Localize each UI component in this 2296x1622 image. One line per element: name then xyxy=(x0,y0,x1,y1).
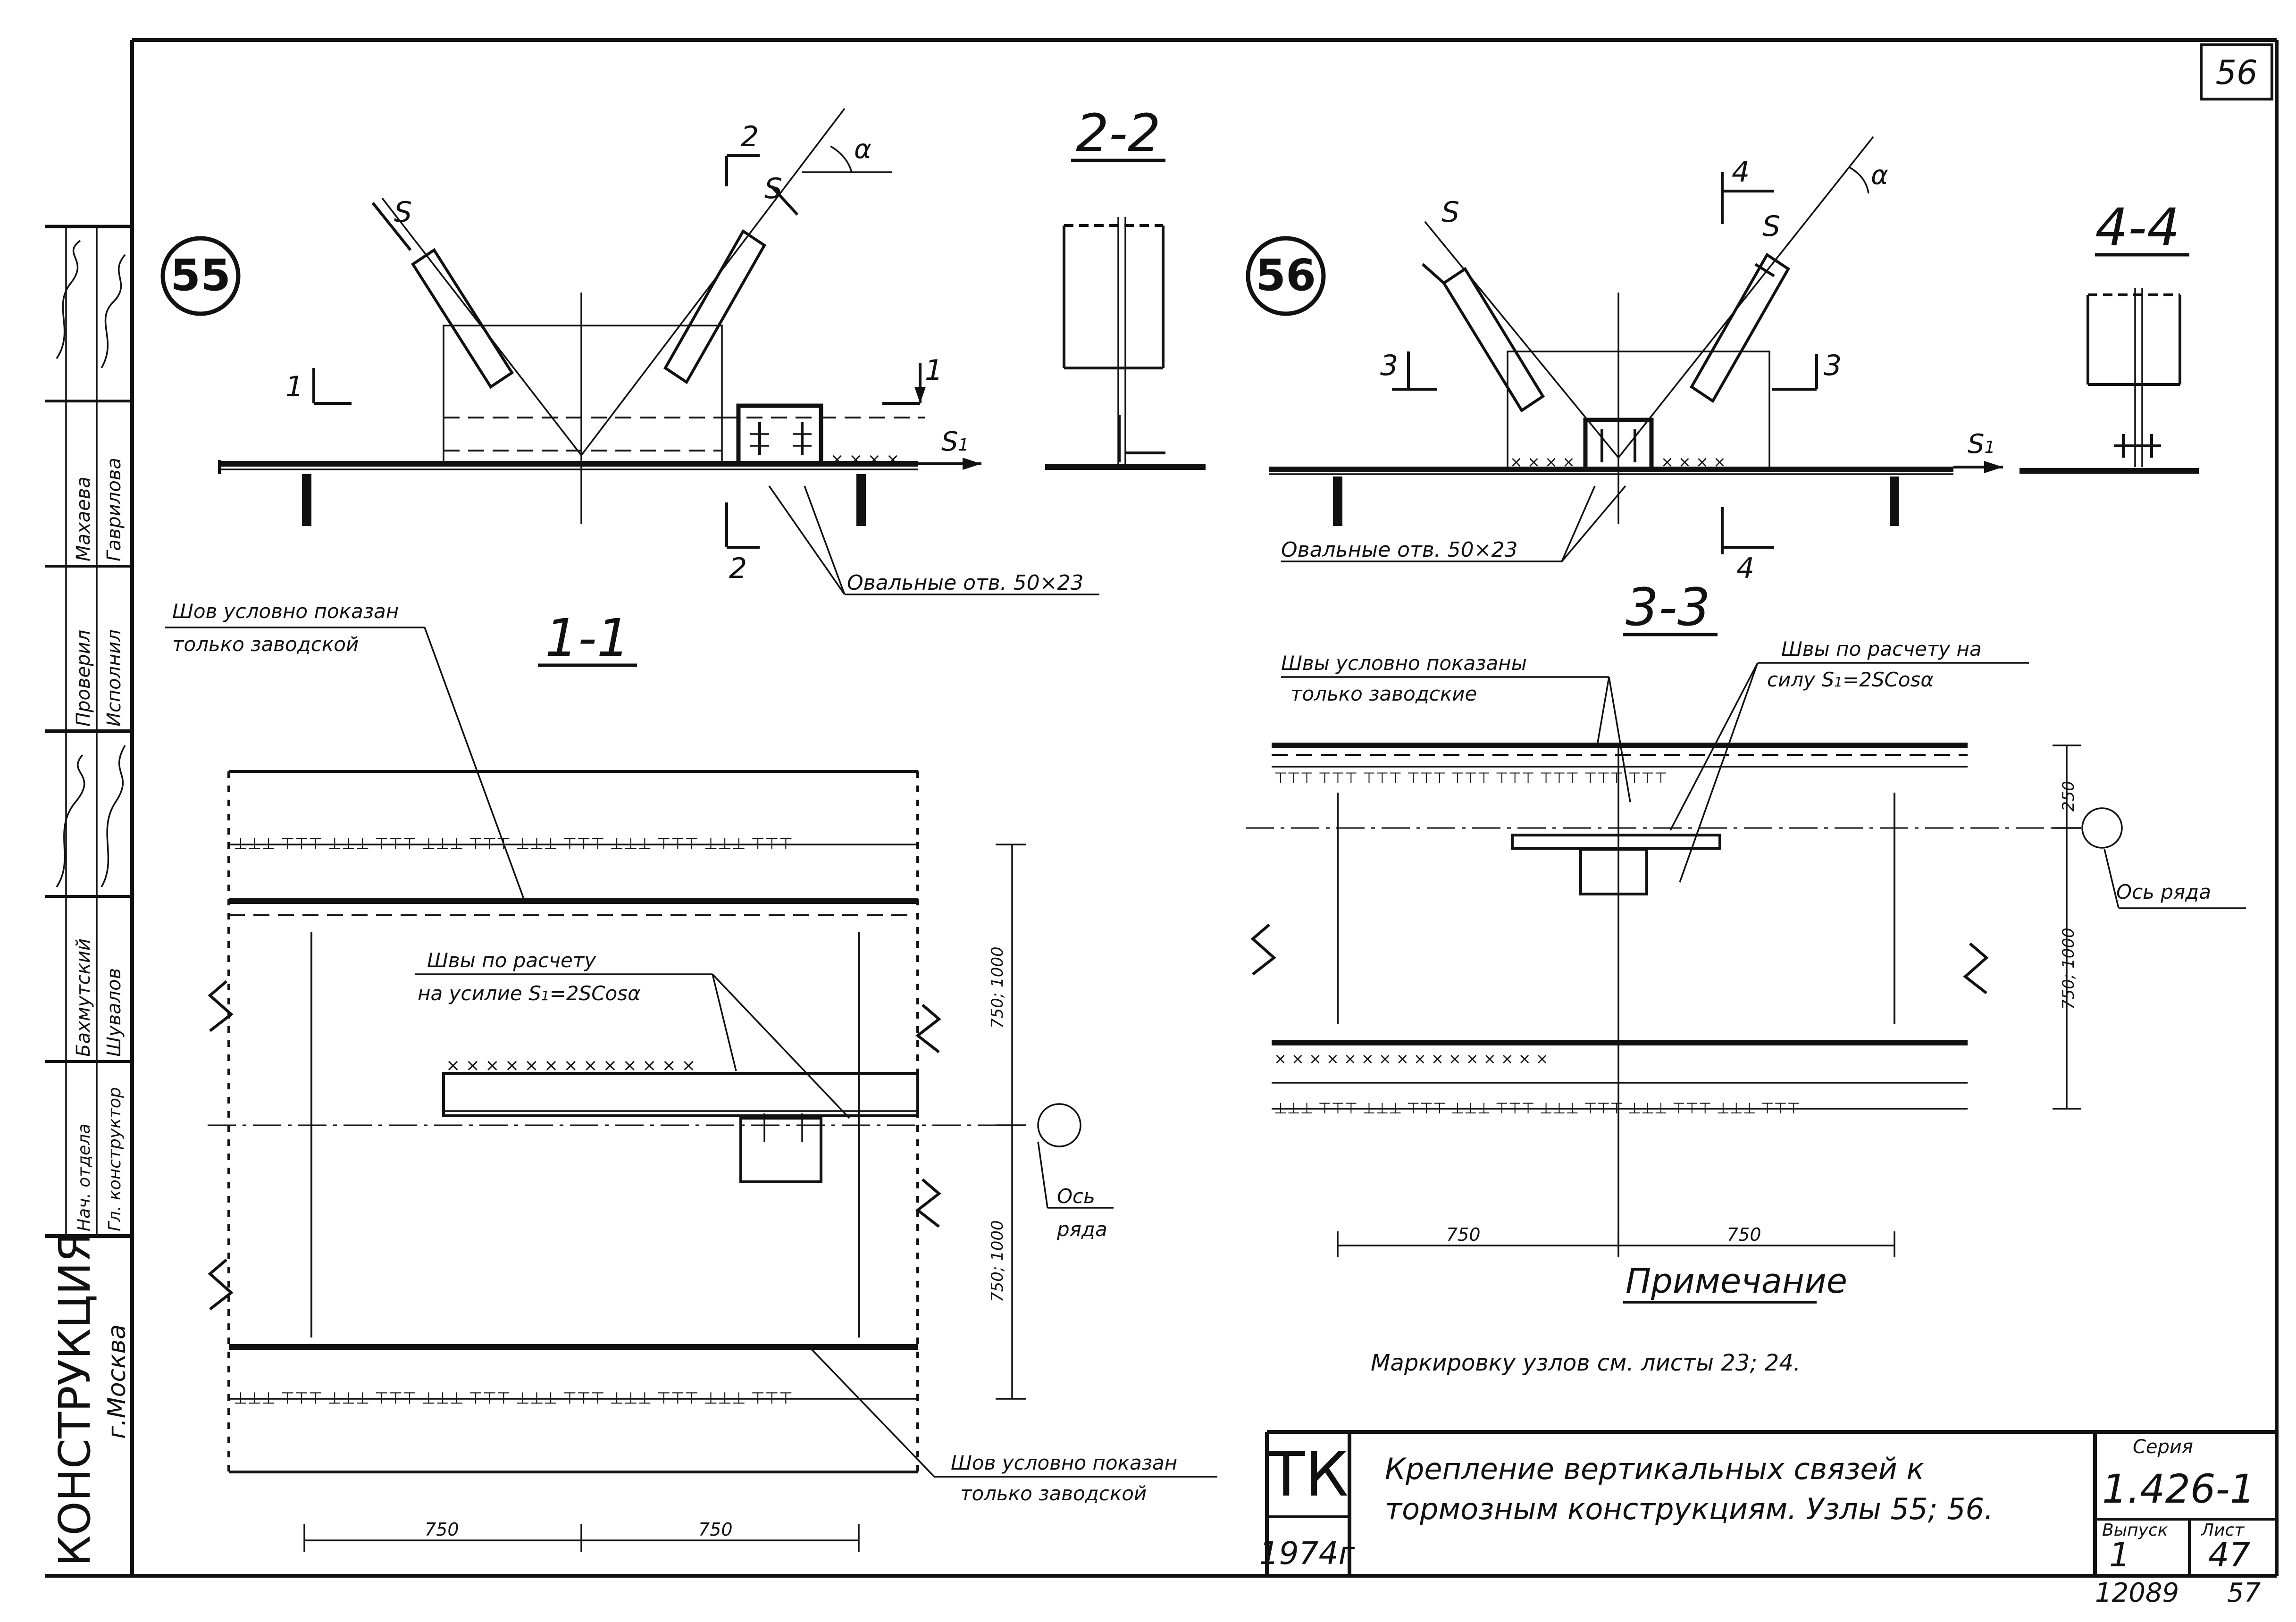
svg-text:× × × ×: × × × × xyxy=(1661,453,1726,471)
svg-text:× × × ×: × × × × xyxy=(830,450,899,469)
dim-750-1000-11a: 750; 1000 xyxy=(988,946,1007,1028)
series-label: Серия xyxy=(2133,1436,2193,1458)
weld-shop-note-11: Шов условно показан xyxy=(172,600,399,623)
stamp-name-shuvalov: Шувалов xyxy=(103,968,125,1057)
cut-4-bottom: 4 xyxy=(1736,552,1754,585)
svg-text:× × × × × × × ×: × × × × × × × × × × × × × × × × xyxy=(1274,1050,1549,1068)
issue-value: 1 xyxy=(2109,1536,2130,1574)
section-2-2-title: 2-2 xyxy=(1076,103,1161,163)
sheet-label: Лист xyxy=(2200,1521,2245,1540)
axis-row-label-a: Ось xyxy=(1057,1185,1095,1208)
stamp-org: КОНСТРУКЦИЯ xyxy=(50,1232,100,1566)
svg-text:× × × × × × × ×: × × × × × × × × × × × × × xyxy=(446,1056,696,1075)
weld-calc-note-11a: Швы по расчету xyxy=(427,949,596,972)
sheet-code: 56 xyxy=(2215,53,2257,92)
alpha-right: α xyxy=(1871,160,1888,191)
cut-2-top: 2 xyxy=(741,120,759,153)
title-tk: ТК xyxy=(1267,1438,1349,1510)
stamp-name-gavrilova: Гаврилова xyxy=(103,458,125,561)
axis-row-33: Ось ряда xyxy=(2116,880,2211,903)
section-1-1-title: 1-1 xyxy=(545,608,630,668)
section-1-1: ⊥⊥⊥ ⊤⊤⊤ ⊥⊥⊥ ⊤⊤⊤ ⊥⊥⊥ ⊤⊤⊤ ⊥⊥⊥ ⊤⊤⊤ ⊥⊥⊥ ⊤⊤⊤ … xyxy=(165,627,1217,1552)
node-56-elevation: × × × × × × × × xyxy=(1246,136,2003,562)
node-55-elevation: × × × × xyxy=(160,108,1099,595)
welds-calc-33b: силу S1=2SCosα xyxy=(1767,668,1934,691)
note-text: Маркировку узлов см. листы 23; 24. xyxy=(1371,1350,1801,1376)
stamp-name-makhaeva: Махаева xyxy=(73,477,94,561)
cut-1-right: 1 xyxy=(925,354,943,387)
force-s1-55: S1 xyxy=(941,426,969,457)
cut-4-top: 4 xyxy=(1732,156,1750,189)
page-number: 57 xyxy=(2227,1578,2261,1608)
axis-row-label-b: ряда xyxy=(1056,1218,1107,1241)
svg-text:⊤⊤⊤ ⊤⊤⊤ ⊤⊤⊤ ⊤⊤⊤ ⊤⊤⊤ ⊤⊤⊤: ⊤⊤⊤ ⊤⊤⊤ ⊤⊤⊤ ⊤⊤⊤ ⊤⊤⊤ ⊤⊤⊤ ⊤⊤⊤ ⊤⊤⊤ ⊤⊤⊤ xyxy=(1274,769,1668,787)
weld-shop-note-11b: только заводской xyxy=(172,633,359,656)
dim-750-11b: 750 xyxy=(698,1519,733,1540)
weld-shop-bottom-b: только заводской xyxy=(960,1482,1147,1505)
section-2-2 xyxy=(1045,217,1206,470)
stamp-role-made: Исполнил xyxy=(103,629,125,727)
stamp-name-bakhmutsky: Бахмутский xyxy=(73,938,94,1057)
dim-750-1000-11b: 750; 1000 xyxy=(988,1220,1007,1302)
weld-calc-note-11b: на усилие S1=2SCosα xyxy=(418,982,641,1005)
svg-text:× × × ×: × × × × xyxy=(1510,453,1575,471)
cut-3-right: 3 xyxy=(1824,349,1842,382)
dim-750-33a: 750 xyxy=(1446,1224,1481,1245)
cut-1-left: 1 xyxy=(285,370,303,403)
force-s-left: S xyxy=(394,196,412,229)
title-line-1: Крепление вертикальных связей к xyxy=(1385,1452,1924,1486)
welds-shop-33b: только заводские xyxy=(1290,682,1477,705)
section-3-3-title: 3-3 xyxy=(1626,577,1710,637)
title-line-2: тормозным конструкциям. Узлы 55; 56. xyxy=(1385,1492,1994,1526)
force-s-right: S xyxy=(764,172,782,205)
stamp-city: г.Москва xyxy=(103,1324,131,1439)
dim-750-1000-33: 750; 1000 xyxy=(2059,928,2078,1010)
title-year: 1974г xyxy=(1259,1535,1355,1572)
dim-250: 250 xyxy=(2059,781,2078,811)
force-s1-56: S1 xyxy=(1968,429,1995,460)
note-title: Примечание xyxy=(1626,1261,1847,1301)
stamp-role-checked: Проверил xyxy=(73,630,94,727)
cut-3-left: 3 xyxy=(1380,349,1398,382)
node-56-label: 56 xyxy=(1256,250,1316,301)
oval-holes-56: Овальные отв. 50×23 xyxy=(1281,538,1517,562)
dim-750-33b: 750 xyxy=(1727,1224,1761,1245)
node-55-label: 55 xyxy=(170,250,231,301)
force-s-right-56: S xyxy=(1762,210,1780,243)
oval-holes-55: Овальные отв. 50×23 xyxy=(847,571,1083,595)
alpha-left: α xyxy=(854,134,871,165)
series-value: 1.426-1 xyxy=(2102,1466,2255,1512)
section-4-4 xyxy=(2019,288,2199,474)
weld-shop-bottom-a: Шов условно показан xyxy=(951,1451,1177,1474)
dim-750-11a: 750 xyxy=(425,1519,459,1540)
welds-shop-33a: Швы условно показаны xyxy=(1281,652,1527,675)
section-4-4-title: 4-4 xyxy=(2095,197,2180,258)
bottom-code: 12089 xyxy=(2095,1578,2179,1608)
title-block xyxy=(1265,1430,2277,1576)
welds-calc-33a: Швы по расчету на xyxy=(1781,637,1982,661)
sheet-frame xyxy=(45,38,2279,1578)
issue-label: Выпуск xyxy=(2102,1521,2168,1540)
sheet-value: 47 xyxy=(2208,1536,2250,1574)
cut-2-bottom: 2 xyxy=(729,552,747,585)
stamp-role-chief: Гл. конструктор xyxy=(105,1087,125,1231)
stamp-role-head: Нач. отдела xyxy=(75,1124,94,1231)
side-stamp xyxy=(45,225,132,1238)
force-s-left-56: S xyxy=(1441,196,1459,229)
section-3-3: ⊤⊤⊤ ⊤⊤⊤ ⊤⊤⊤ ⊤⊤⊤ ⊤⊤⊤ ⊤⊤⊤ ⊤⊤⊤ ⊤⊤⊤ ⊤⊤⊤ × × … xyxy=(1246,662,2246,1257)
